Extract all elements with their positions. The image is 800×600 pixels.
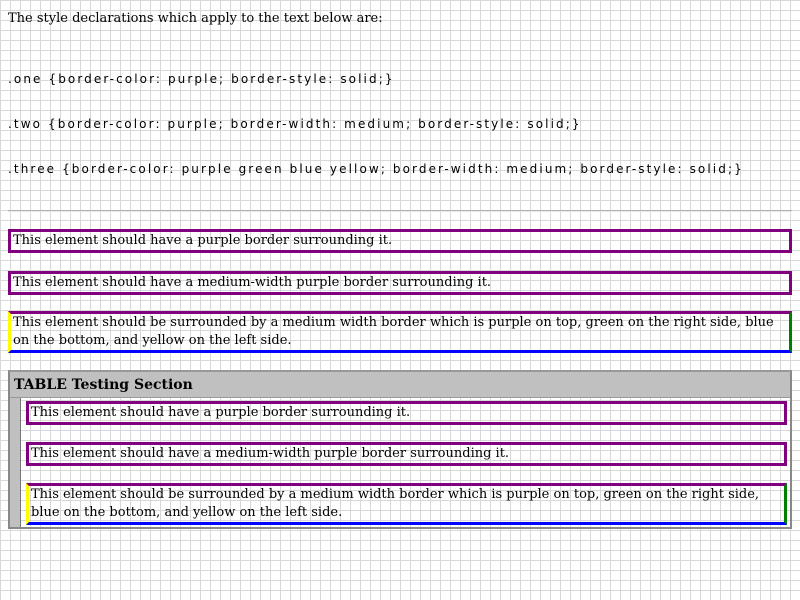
test-box-one: This element should have a purple border… (8, 229, 792, 253)
table-test-box-one: This element should have a purple border… (26, 401, 787, 425)
table-section-title: TABLE Testing Section (10, 372, 790, 398)
table-test-box-two: This element should have a medium-width … (26, 442, 787, 466)
code-line-one: .one {border-color: purple; border-style… (8, 72, 395, 86)
code-line-two: .two {border-color: purple; border-width… (8, 117, 582, 131)
table-side-cell (10, 398, 21, 527)
code-line-three: .three {border-color: purple green blue … (8, 162, 744, 176)
table-testing-section: TABLE Testing Section This element shoul… (8, 370, 792, 529)
table-test-box-three: This element should be surrounded by a m… (26, 483, 787, 525)
table-content-cell: This element should have a purple border… (21, 398, 790, 527)
test-box-three: This element should be surrounded by a m… (8, 311, 792, 353)
style-declarations: .one {border-color: purple; border-style… (8, 42, 792, 207)
page: The style declarations which apply to th… (8, 11, 792, 529)
intro-text: The style declarations which apply to th… (8, 11, 383, 26)
table-body: This element should have a purple border… (10, 398, 790, 527)
horizontal-rule (8, 210, 792, 212)
test-box-two: This element should have a medium-width … (8, 271, 792, 295)
